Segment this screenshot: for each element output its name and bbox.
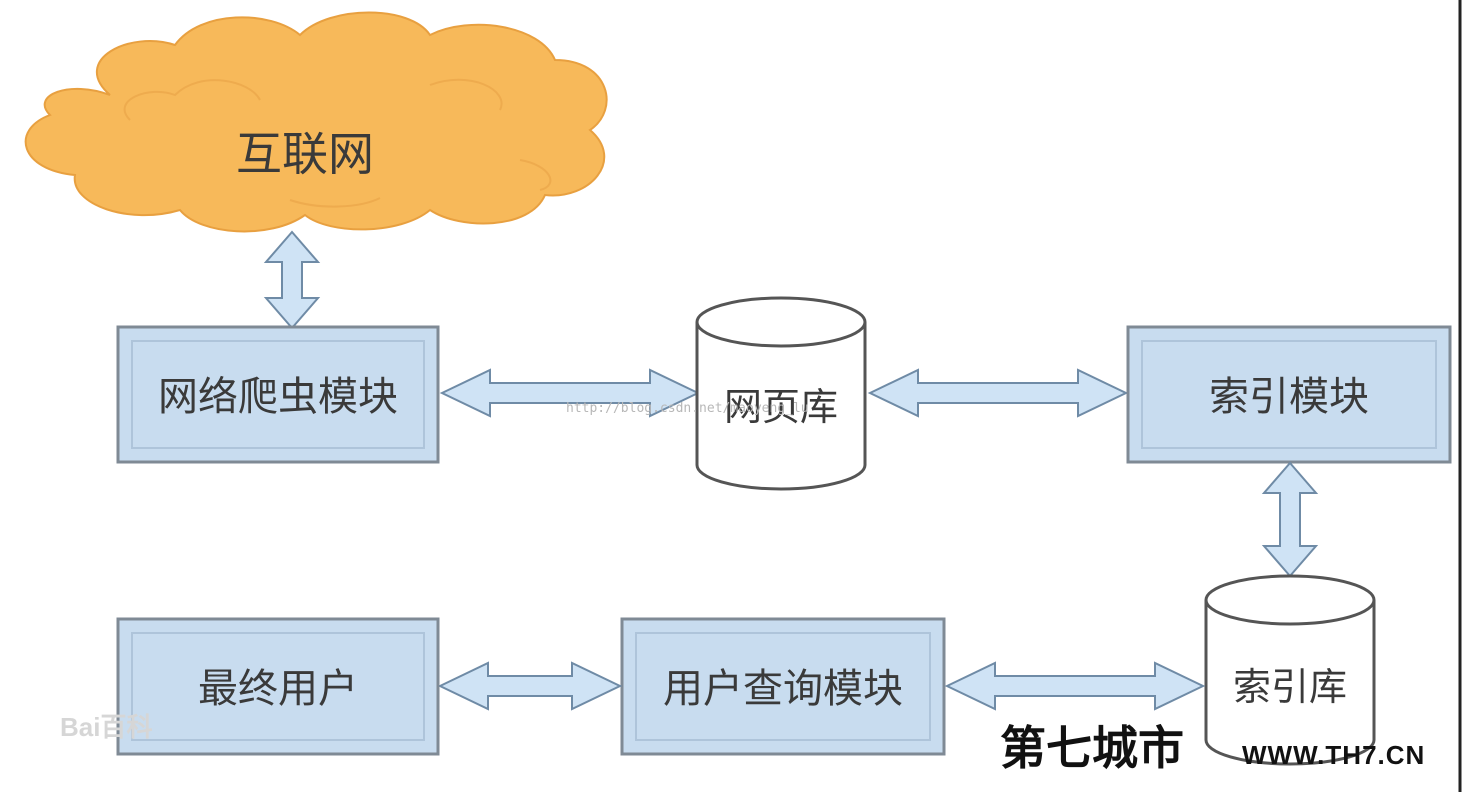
end-user-label: 最终用户 [198,666,358,712]
baidu-watermark: Bai百科 [60,712,152,742]
index-module-box: 索引模块 [1126,325,1452,464]
index-db-cylinder: 索引库 [1204,574,1376,766]
query-module-box: 用户查询模块 [620,617,946,756]
internet-cloud: 互联网 [24,11,608,233]
arrow-enduser-querymodule [437,661,623,711]
internet-label: 互联网 [236,127,374,181]
arrow-indexmodule-indexdb [1261,461,1319,578]
index-db-label: 索引库 [1233,665,1347,709]
crawler-module-box: 网络爬虫模块 [116,325,440,464]
url-watermark: http://blog.csdn.net/maoyeng_lu [566,401,809,416]
page-db-cylinder: 网页库 [695,296,867,491]
site-watermark: 第七城市 [1000,721,1184,775]
end-user-box: 最终用户 [116,617,440,756]
crawler-module-label: 网络爬虫模块 [158,374,398,420]
arrow-querymodule-indexdb [944,661,1206,711]
query-module-label: 用户查询模块 [663,666,903,712]
index-module-label: 索引模块 [1209,374,1369,420]
arrow-pagedb-indexmodule [867,368,1129,418]
site-url-watermark: WWW.TH7.CN [1242,740,1425,770]
page-db-label: 网页库 [724,385,838,429]
arrow-internet-crawler [263,230,321,330]
